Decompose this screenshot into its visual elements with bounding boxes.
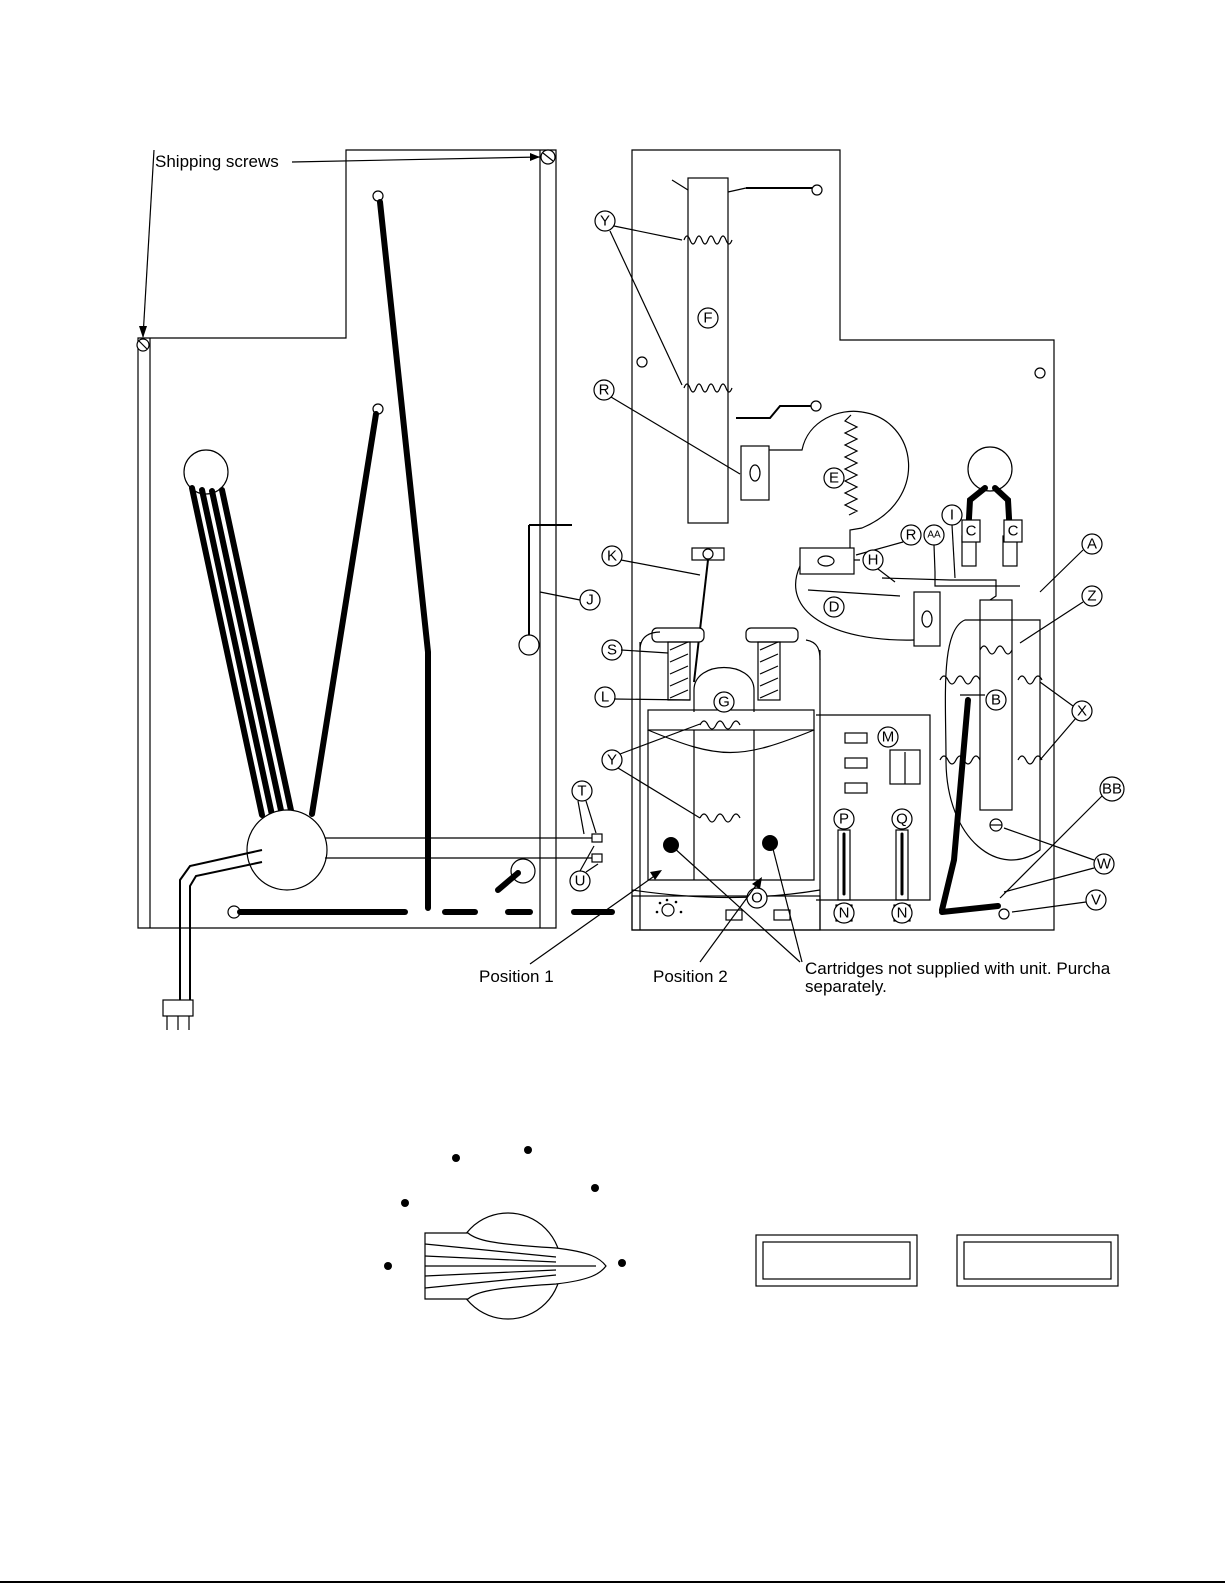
- page-bottom-rule: [0, 1581, 1225, 1583]
- cartridges-note-line2: separately.: [805, 977, 887, 996]
- callout-L: L: [595, 687, 615, 707]
- callout-B: B: [986, 690, 1006, 710]
- selector-knob: [384, 1146, 626, 1319]
- svg-text:T: T: [577, 783, 586, 800]
- callout-N-1: N: [834, 903, 854, 923]
- callout-BB: BB: [1100, 777, 1124, 801]
- callout-Q: Q: [892, 809, 912, 829]
- callout-X: X: [1072, 701, 1092, 721]
- svg-text:R: R: [599, 382, 610, 399]
- callout-C-2: C: [1004, 520, 1022, 542]
- left-panel: [137, 150, 612, 1030]
- callout-R-mid: R: [901, 525, 921, 545]
- svg-text:N: N: [839, 905, 850, 922]
- svg-text:W: W: [1097, 856, 1112, 873]
- svg-text:L: L: [601, 689, 609, 706]
- callout-U: U: [570, 871, 590, 891]
- svg-text:BB: BB: [1102, 781, 1122, 798]
- shipping-screw-leader-1: [292, 157, 540, 162]
- svg-text:R: R: [906, 527, 917, 544]
- callout-J: J: [580, 590, 600, 610]
- position-1-label: Position 1: [479, 967, 554, 986]
- callout-AA: AA: [924, 525, 944, 545]
- svg-text:K: K: [607, 548, 617, 565]
- svg-text:M: M: [882, 729, 895, 746]
- callout-Y-top: Y: [595, 211, 615, 231]
- callout-V: V: [1086, 890, 1106, 910]
- svg-text:E: E: [829, 470, 839, 487]
- svg-text:D: D: [829, 599, 840, 616]
- callout-K: K: [602, 546, 622, 566]
- svg-text:C: C: [966, 523, 977, 540]
- svg-text:U: U: [575, 873, 586, 890]
- svg-text:J: J: [586, 592, 594, 609]
- svg-text:Q: Q: [896, 811, 908, 828]
- callout-Y-bottom: Y: [602, 750, 622, 770]
- callout-I: I: [942, 505, 962, 525]
- display-windows: [756, 1235, 1118, 1286]
- callout-T: T: [572, 781, 592, 801]
- svg-text:V: V: [1091, 892, 1101, 909]
- svg-text:Z: Z: [1087, 588, 1096, 605]
- callout-P: P: [834, 809, 854, 829]
- callout-H: H: [863, 550, 883, 570]
- svg-text:N: N: [897, 905, 908, 922]
- callout-G: G: [714, 692, 734, 712]
- shipping-screw-leader-2: [143, 150, 154, 337]
- callout-A: A: [1082, 534, 1102, 554]
- callout-E: E: [824, 468, 844, 488]
- callout-N-2: N: [892, 903, 912, 923]
- callout-O: O: [747, 888, 767, 908]
- svg-text:F: F: [703, 310, 712, 327]
- svg-text:O: O: [751, 890, 763, 907]
- callout-M: M: [878, 727, 898, 747]
- svg-text:P: P: [839, 811, 849, 828]
- svg-text:Y: Y: [600, 213, 610, 230]
- callout-S: S: [602, 640, 622, 660]
- svg-text:AA: AA: [927, 530, 941, 541]
- svg-text:X: X: [1077, 703, 1087, 720]
- callout-C-1: C: [962, 520, 980, 542]
- svg-text:C: C: [1008, 523, 1019, 540]
- svg-text:B: B: [991, 692, 1001, 709]
- callout-Z: Z: [1082, 586, 1102, 606]
- svg-text:G: G: [718, 694, 730, 711]
- position-2-label: Position 2: [653, 967, 728, 986]
- svg-text:H: H: [868, 552, 879, 569]
- cartridges-note-line1: Cartridges not supplied with unit. Purch…: [805, 959, 1111, 978]
- svg-text:I: I: [950, 507, 954, 524]
- callout-W: W: [1094, 854, 1114, 874]
- shipping-screws-label: Shipping screws: [155, 152, 279, 171]
- svg-text:Y: Y: [607, 752, 617, 769]
- svg-text:S: S: [607, 642, 617, 659]
- callout-F: F: [698, 308, 718, 328]
- callout-D: D: [824, 597, 844, 617]
- svg-text:A: A: [1087, 536, 1097, 553]
